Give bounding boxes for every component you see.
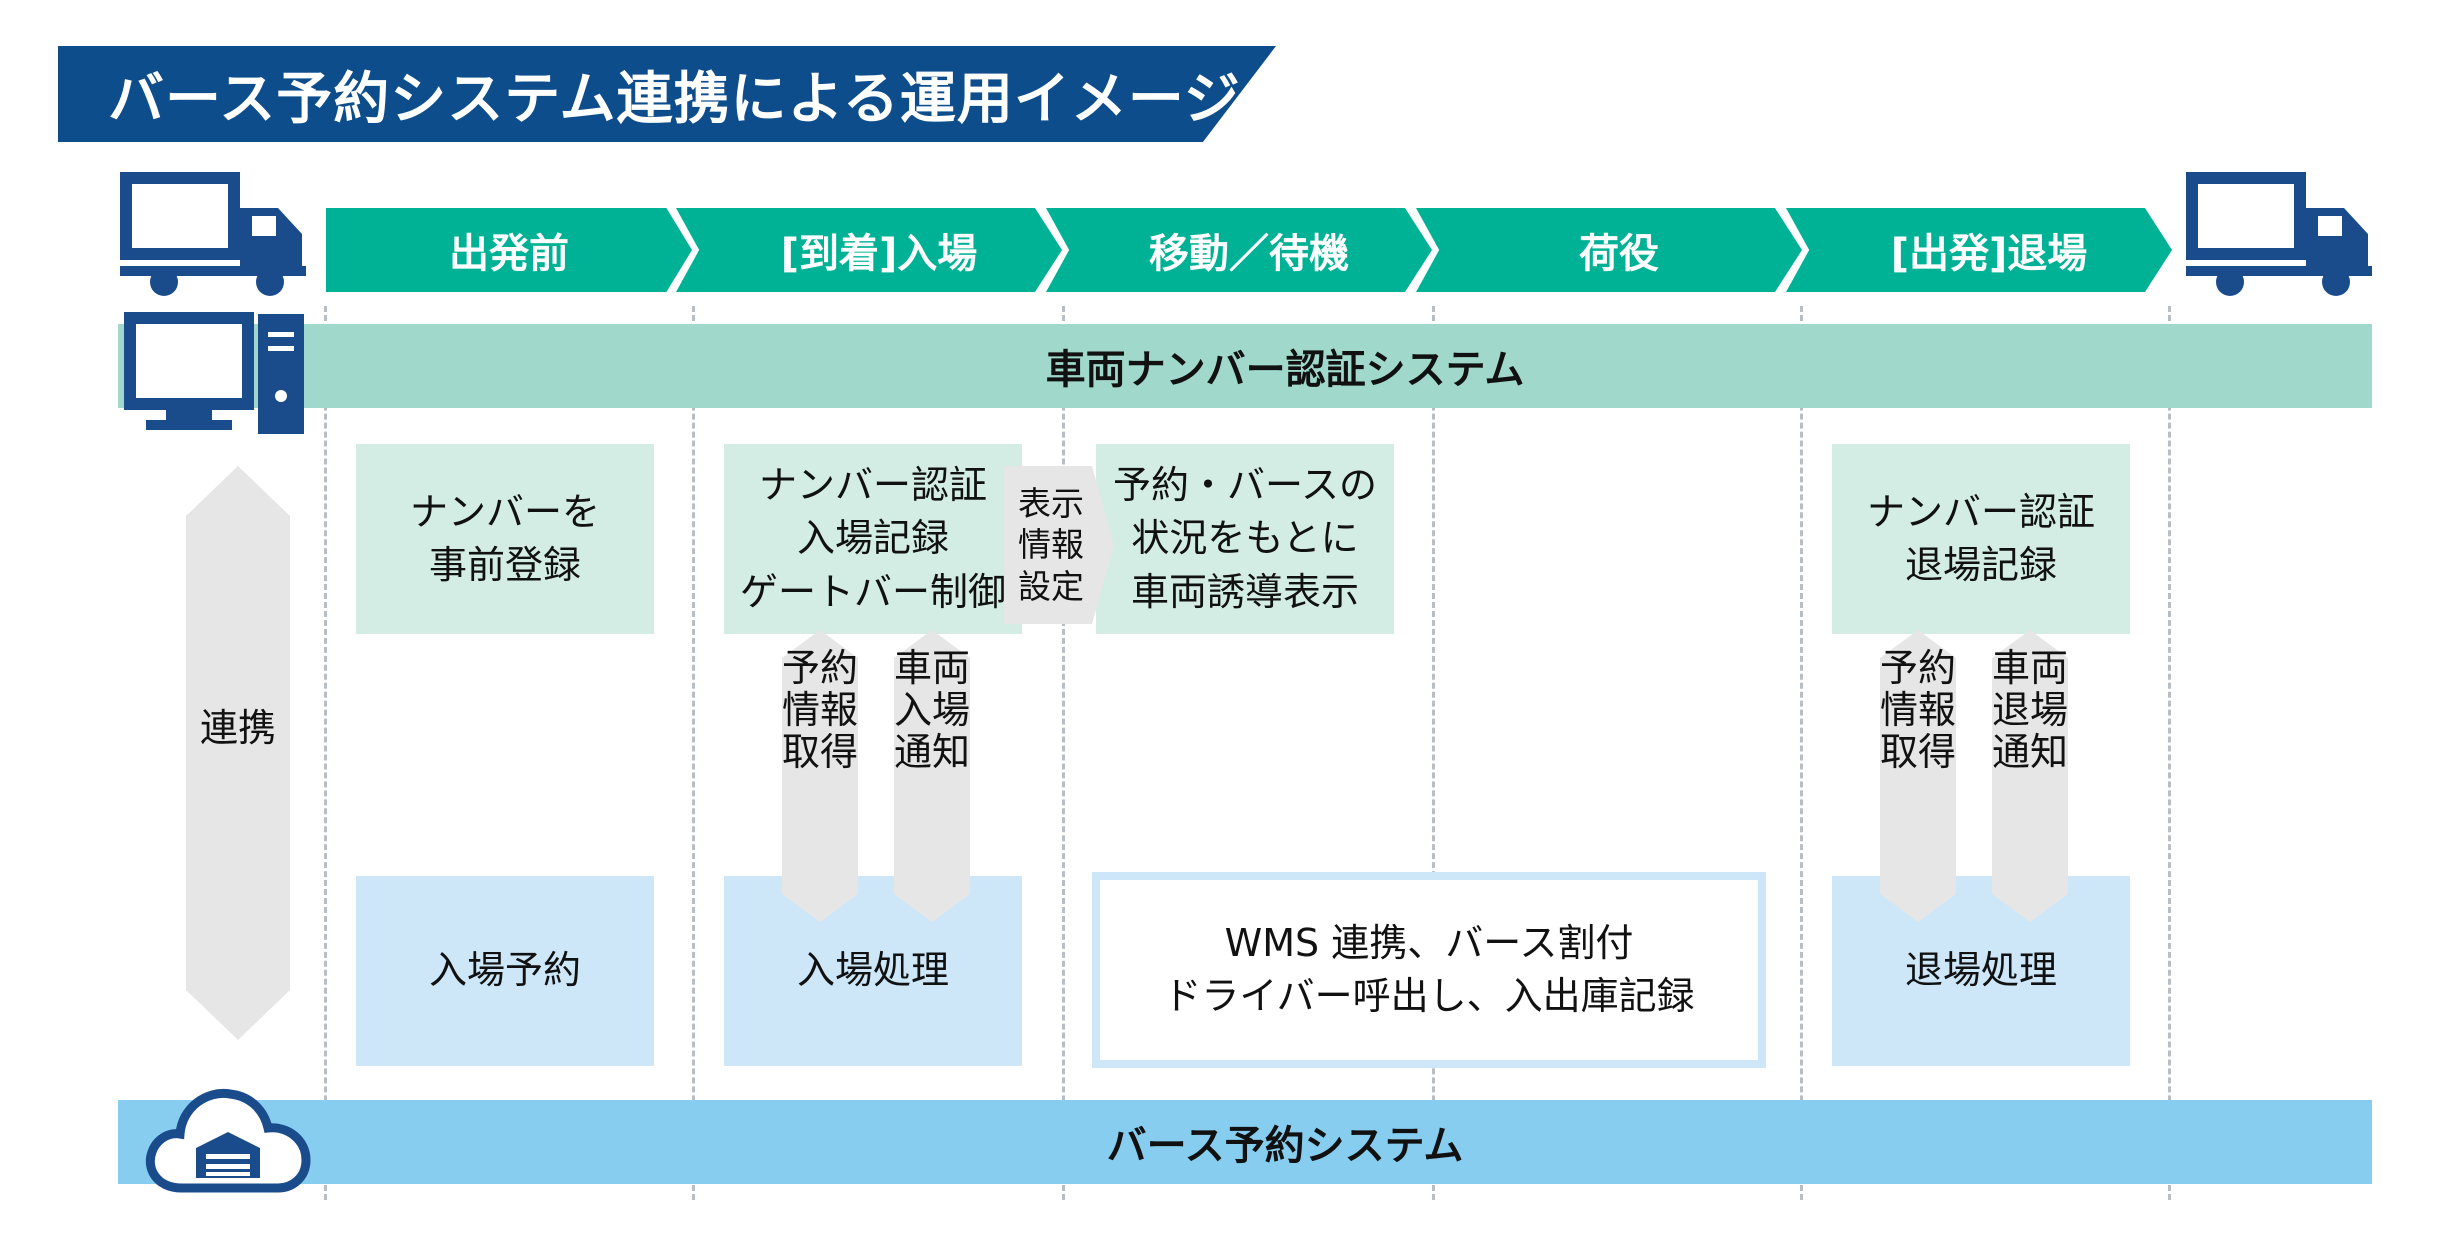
- step-loading: 荷役: [1416, 208, 1802, 292]
- berth-reservation-label: バース予約システム: [1106, 1123, 1464, 1169]
- vehicle-recognition-label: 車両ナンバー認証システム: [1045, 347, 1525, 393]
- entry-reservation-box: 入場予約: [356, 876, 654, 1066]
- berth-reservation-band: バース予約システム: [118, 1100, 2372, 1184]
- wms-link-box: WMS 連携、バース割付 ドライバー呼出し、入出庫記録: [1092, 872, 1766, 1068]
- column-divider: [2168, 306, 2171, 1200]
- column-divider: [1062, 306, 1065, 1200]
- column-divider: [1800, 306, 1803, 1200]
- column-divider: [1432, 306, 1435, 1200]
- computer-icon: [124, 312, 304, 434]
- guidance-display-box: 予約・バースの 状況をもとに 車両誘導表示: [1096, 444, 1394, 634]
- cloud-warehouse-icon: [145, 1088, 311, 1193]
- truck-icon: [2186, 172, 2372, 296]
- exit-process-box: 退場処理: [1832, 876, 2130, 1066]
- display-setting-arrow: 表示 情報 設定: [1004, 466, 1114, 624]
- step-move-wait: 移動／待機: [1046, 208, 1432, 292]
- exit-reservation-fetch-label: 予約情報取得: [1880, 646, 1957, 774]
- link-label: 連携: [199, 706, 276, 750]
- link-double-arrow: [186, 466, 290, 1040]
- column-divider: [324, 306, 327, 1200]
- exit-notify-arrow: [1992, 630, 2068, 922]
- entry-notify-arrow: [894, 630, 970, 922]
- step-arrival-entry: [到着]入場: [676, 208, 1062, 292]
- vehicle-recognition-band: 車両ナンバー認証システム: [118, 324, 2372, 408]
- reservation-fetch-arrow: [782, 630, 858, 922]
- step-departure-exit: [出発]退場: [1786, 208, 2172, 292]
- step-before-departure: 出発前: [326, 208, 692, 292]
- entry-notify-label: 車両入場通知: [894, 646, 971, 774]
- truck-icon: [120, 172, 306, 296]
- exit-reservation-fetch-arrow: [1880, 630, 1956, 922]
- entry-process-box: 入場処理: [724, 876, 1022, 1066]
- exit-record-box: ナンバー認証 退場記録: [1832, 444, 2130, 634]
- reservation-fetch-label: 予約情報取得: [782, 646, 859, 774]
- pre-register-box: ナンバーを 事前登録: [356, 444, 654, 634]
- column-divider: [692, 306, 695, 1200]
- exit-notify-label: 車両退場通知: [1992, 646, 2069, 774]
- page-title: バース予約システム連携による運用イメージ: [58, 46, 1276, 142]
- entry-gate-box: ナンバー認証 入場記録 ゲートバー制御: [724, 444, 1022, 634]
